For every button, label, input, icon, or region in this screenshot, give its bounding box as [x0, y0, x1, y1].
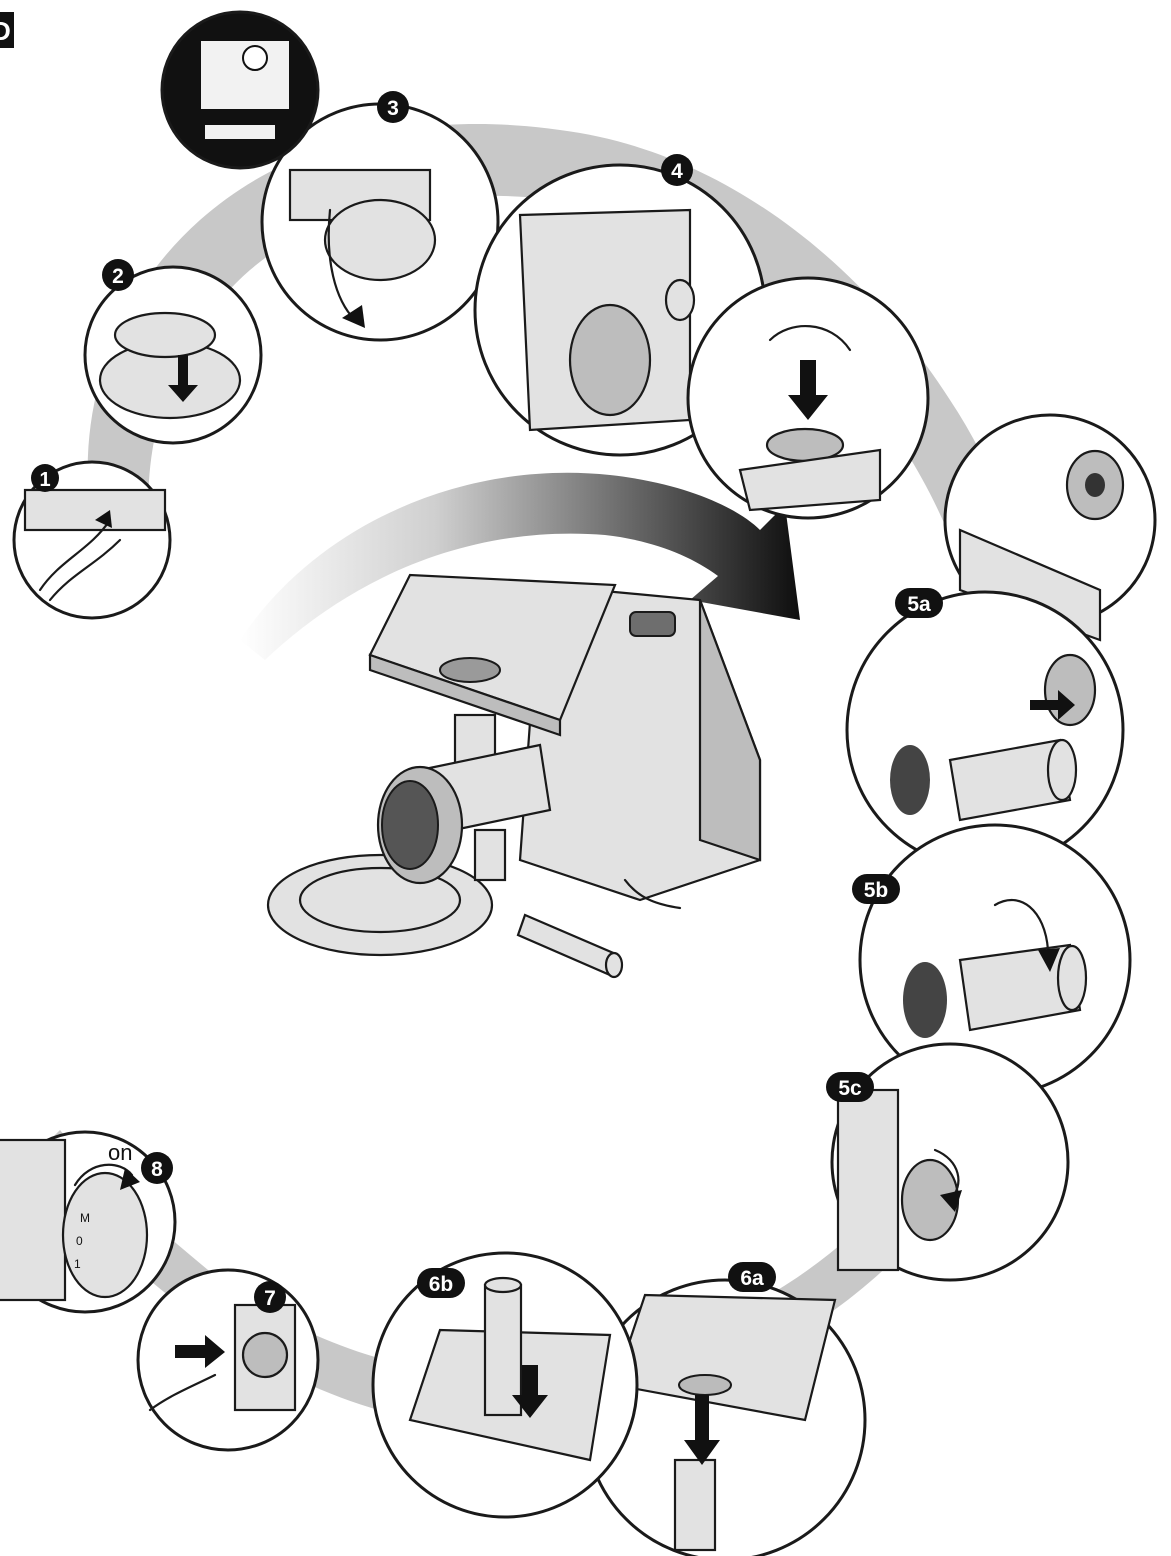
svg-text:2: 2 [112, 265, 124, 288]
switch-on-label: on [108, 1140, 132, 1165]
step-3-panel [260, 102, 500, 342]
step-badge-3: 3 [377, 91, 409, 123]
step-6a-panel [583, 1278, 867, 1556]
step-2-panel [83, 265, 263, 445]
svg-text:8: 8 [151, 1158, 163, 1181]
dial-mark-0: 0 [76, 1234, 83, 1248]
step-badge-6b: 6b [417, 1268, 465, 1298]
svg-text:1: 1 [39, 469, 50, 491]
dial-mark-m: M [80, 1211, 90, 1225]
svg-text:7: 7 [264, 1287, 276, 1310]
step-5b-panel [858, 823, 1132, 1097]
step-badge-2: 2 [102, 259, 134, 291]
step-badge-8: 8 [141, 1152, 173, 1184]
step-badges: 1 2 3 4 5a 5b 5c 6a [31, 91, 943, 1313]
step-5a-detail [943, 413, 1157, 642]
meat-grinder [266, 573, 762, 979]
step-8-panel: M 0 1 on [0, 1130, 177, 1314]
big-curved-arrow [240, 472, 800, 660]
figure-label: D [0, 16, 11, 46]
step-badge-5c: 5c [826, 1072, 874, 1102]
svg-text:5a: 5a [907, 593, 931, 616]
step-3-inset [160, 10, 320, 170]
step-7-panel [136, 1268, 320, 1452]
step-1-panel [12, 460, 172, 620]
svg-text:6a: 6a [740, 1267, 764, 1290]
svg-text:4: 4 [671, 160, 683, 183]
svg-text:5c: 5c [838, 1077, 862, 1100]
step-badge-5b: 5b [852, 874, 900, 904]
step-5a-panel [845, 590, 1125, 870]
step-4-detail [686, 276, 930, 520]
cutter-plate [381, 780, 439, 870]
figure-label-box: D [0, 12, 14, 48]
svg-text:6b: 6b [429, 1273, 454, 1296]
step-badge-1: 1 [31, 464, 59, 492]
step-badge-5a: 5a [895, 588, 943, 618]
step-badge-7: 7 [254, 1281, 286, 1313]
step-6b-panel [371, 1251, 639, 1519]
svg-text:5b: 5b [864, 879, 889, 902]
dial-mark-1: 1 [74, 1257, 81, 1271]
svg-text:3: 3 [387, 97, 399, 120]
step-5c-panel [830, 1042, 1070, 1282]
step-badge-6a: 6a [728, 1262, 776, 1292]
step-badge-4: 4 [661, 154, 693, 186]
pusher [516, 913, 620, 977]
